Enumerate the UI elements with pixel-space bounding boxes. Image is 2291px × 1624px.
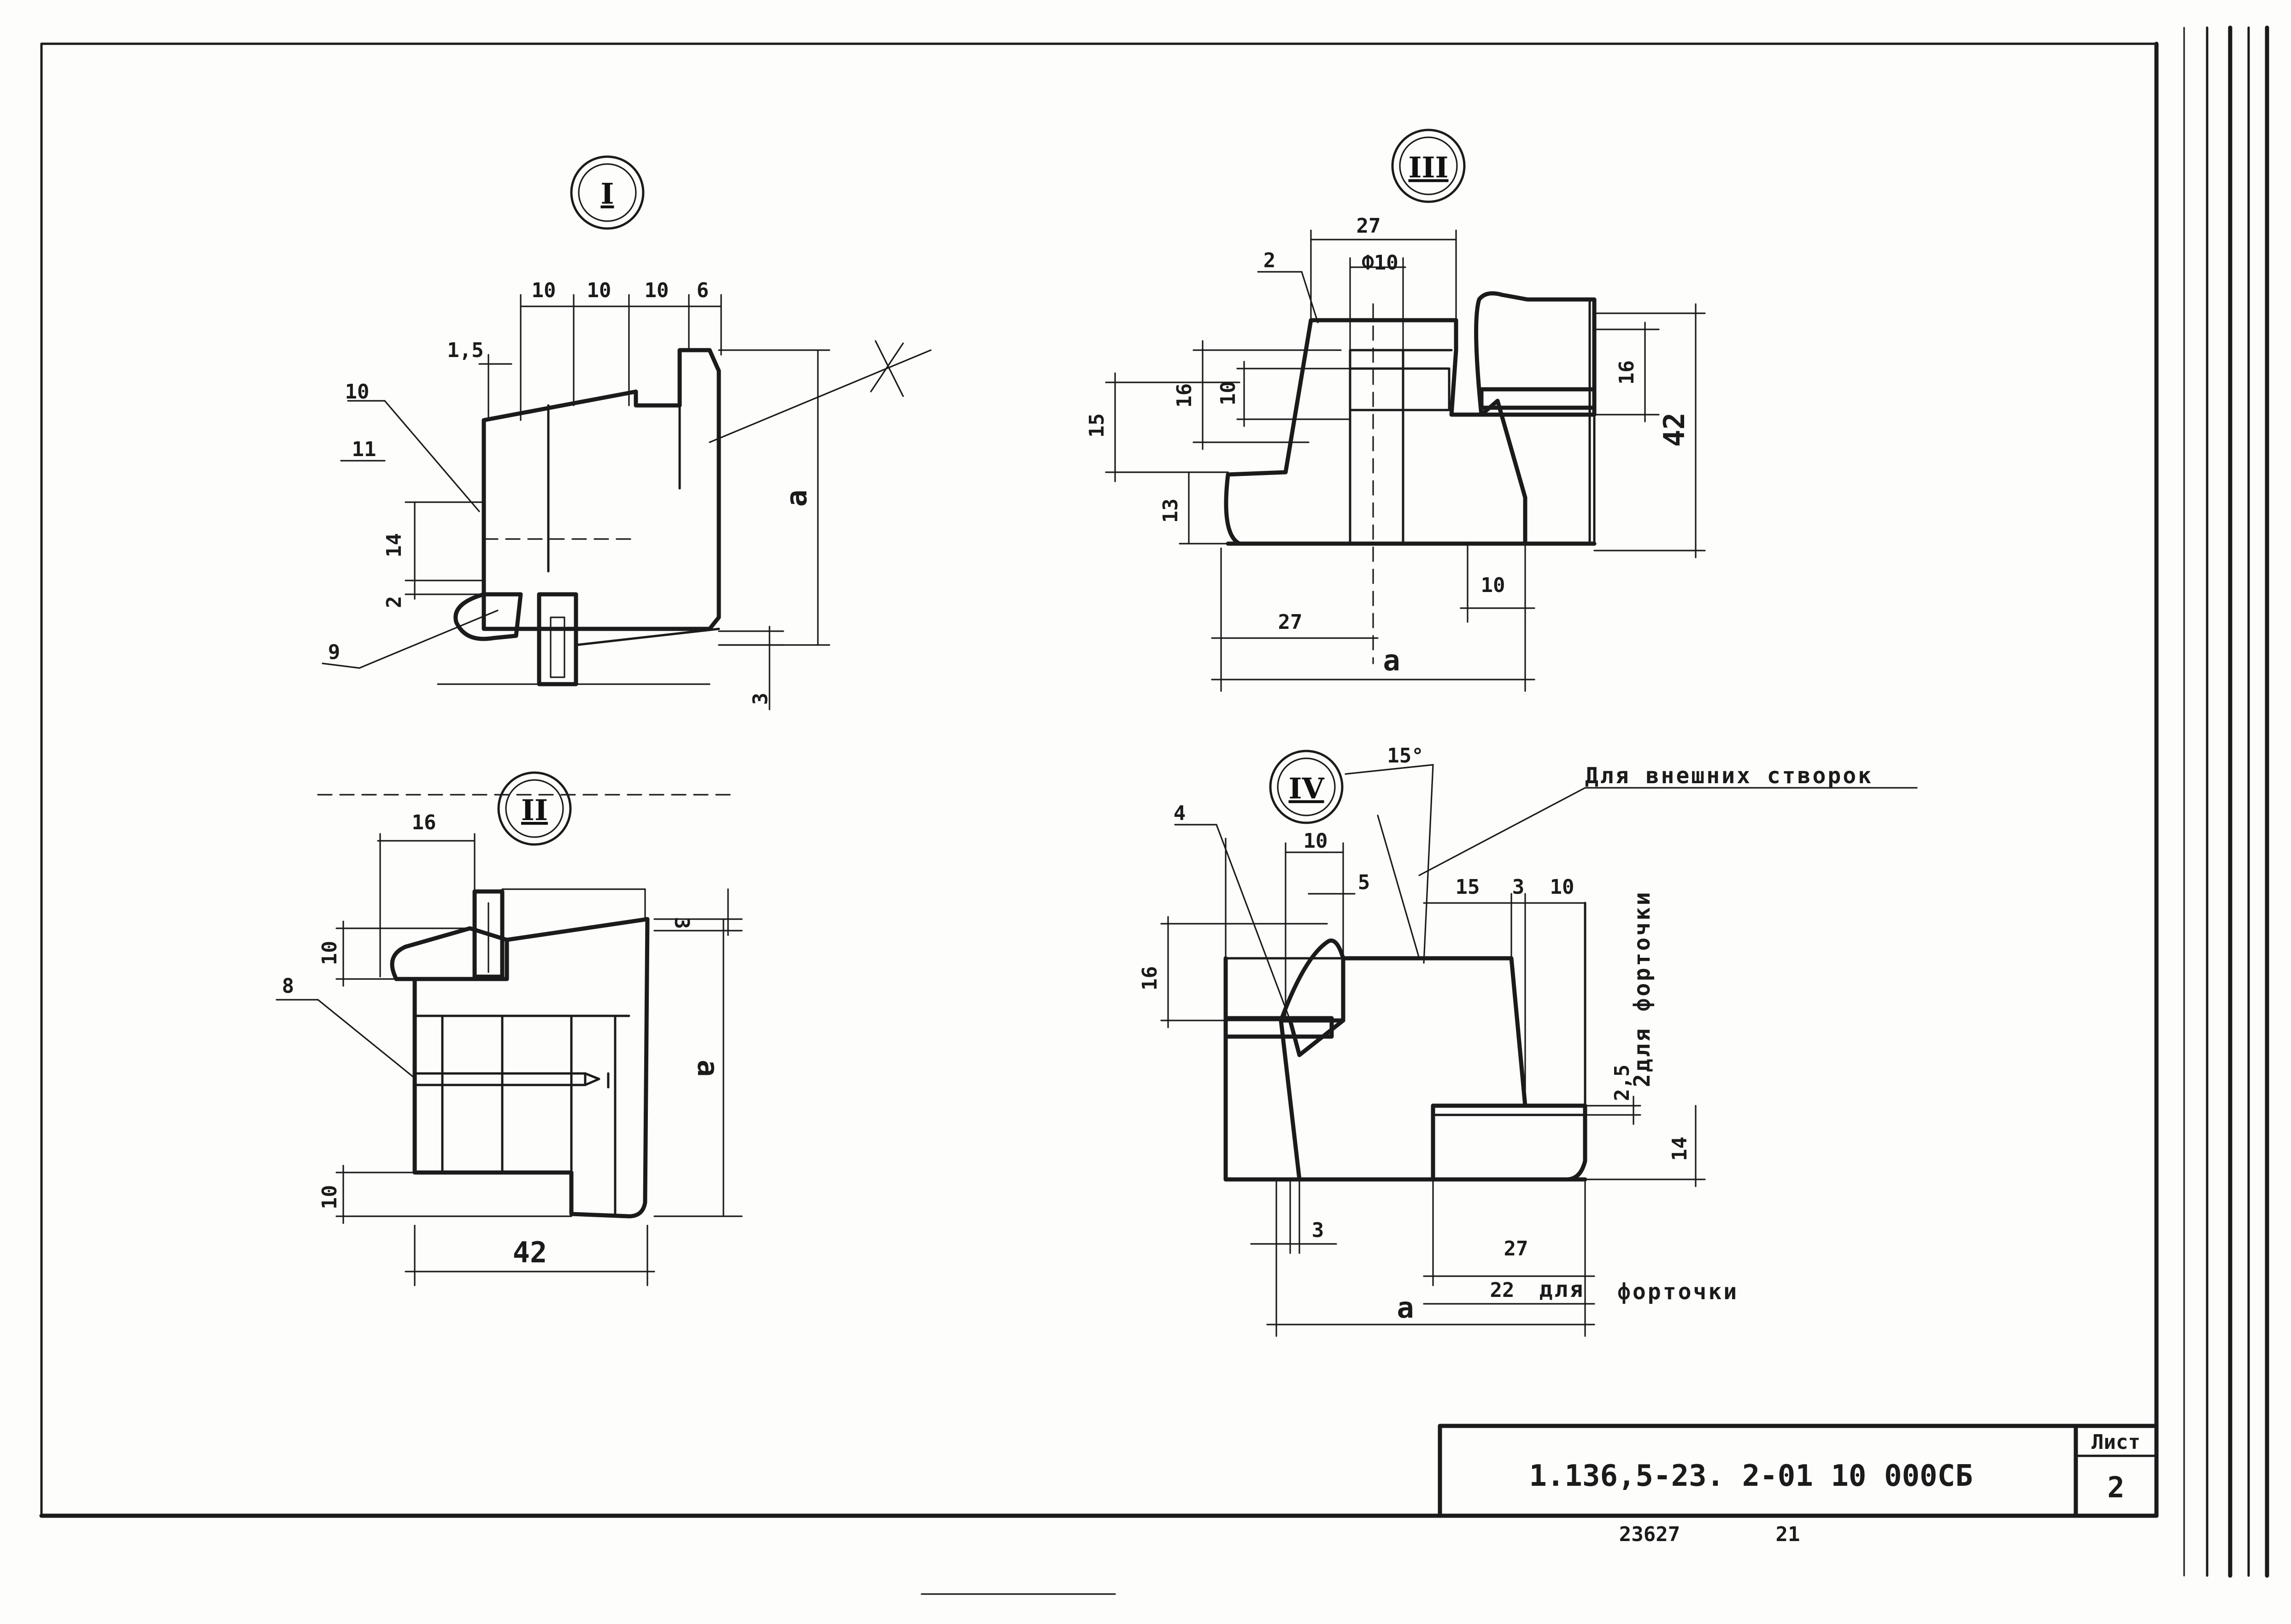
- dim-1-a: a: [780, 490, 813, 507]
- section-3-mark: III: [1391, 129, 1466, 203]
- title-block: 1.136,5-23. 2-01 10 000СБ Лист 2 23627 2…: [1438, 1424, 2159, 1546]
- stamp-number: 21: [1776, 1523, 1800, 1546]
- dim-4k: 27: [1504, 1237, 1528, 1261]
- dim-2d: 10: [318, 1185, 341, 1209]
- dim-3b: 2: [1263, 249, 1276, 272]
- dim-3j: 10: [1481, 574, 1505, 597]
- sheet-label: Лист: [2091, 1431, 2140, 1454]
- section-4-mark-label: IV: [1288, 772, 1324, 805]
- leader-4: 4: [1174, 802, 1186, 825]
- dim-3a: 27: [1357, 214, 1381, 238]
- dim-4b: 10: [1304, 829, 1328, 853]
- inventory-number: 23627: [1619, 1523, 1680, 1546]
- note-vent-bottom: для: [1539, 1277, 1585, 1302]
- section-1-mark: I: [570, 155, 645, 230]
- sheet-number: 2: [2107, 1471, 2124, 1504]
- dim-4-a: a: [1397, 1291, 1414, 1325]
- dim-2b: 3: [670, 917, 693, 929]
- dim-1b: 10: [587, 279, 611, 302]
- section-3-mark-label: III: [1408, 151, 1448, 184]
- dim-4e: 3: [1512, 875, 1525, 899]
- section-3: III: [1085, 129, 1706, 692]
- section-2: II: [276, 771, 743, 1286]
- dim-3e: 10: [1216, 381, 1240, 405]
- section-1: I: [322, 155, 932, 710]
- dim-1a: 10: [532, 279, 556, 302]
- dim-4h: 2,5: [1610, 1065, 1634, 1101]
- dim-1d: 6: [697, 279, 709, 302]
- section-4: IV: [1138, 744, 1918, 1337]
- note-vent-side: 2для форточки: [1629, 890, 1655, 1087]
- dim-4g: 16: [1138, 966, 1162, 991]
- section-1-mark-label: I: [600, 177, 614, 211]
- dim-4f: 10: [1550, 875, 1574, 899]
- dim-3d: 16: [1173, 383, 1196, 408]
- dim-2-a: a: [691, 1060, 725, 1077]
- dim-4i: 14: [1668, 1137, 1692, 1161]
- dim-4j: 3: [1312, 1219, 1324, 1242]
- leader-8: 8: [282, 974, 294, 998]
- section-2-mark-label: II: [521, 793, 548, 827]
- dim-4c: 5: [1358, 871, 1370, 894]
- dim-1f: 14: [382, 533, 406, 557]
- section-4-mark: IV: [1269, 750, 1344, 824]
- dim-3g: 13: [1159, 498, 1182, 523]
- section-2-mark: II: [497, 771, 572, 846]
- dim-1e: 1,5: [447, 339, 483, 362]
- note-vent-word: форточки: [1617, 1279, 1739, 1305]
- dim-1g: 2: [382, 596, 406, 609]
- leader-9: 9: [328, 640, 341, 664]
- leader-11: 11: [352, 438, 376, 461]
- drawing-code: 1.136,5-23. 2-01 10 000СБ: [1529, 1459, 1973, 1493]
- dim-4l: 22: [1490, 1278, 1515, 1302]
- dim-2e: 42: [513, 1236, 547, 1269]
- dim-3k: 27: [1278, 610, 1303, 634]
- dim-2a: 16: [412, 811, 436, 834]
- dim-4d: 15: [1456, 875, 1480, 899]
- dim-3c: Ф10: [1362, 251, 1398, 275]
- leader-10: 10: [345, 380, 370, 404]
- dim-2c: 10: [318, 941, 341, 965]
- dim-3i: 42: [1657, 412, 1691, 447]
- dim-1h: 3: [749, 693, 772, 705]
- dim-4a: 15°: [1387, 744, 1423, 768]
- dim-1c: 10: [645, 279, 669, 302]
- dim-3-a: a: [1383, 644, 1400, 677]
- frame: [39, 25, 2269, 1595]
- dim-3h: 16: [1615, 360, 1639, 385]
- dim-3f: 15: [1085, 413, 1109, 438]
- note-outer-sashes: Для внешних створок: [1585, 763, 1873, 789]
